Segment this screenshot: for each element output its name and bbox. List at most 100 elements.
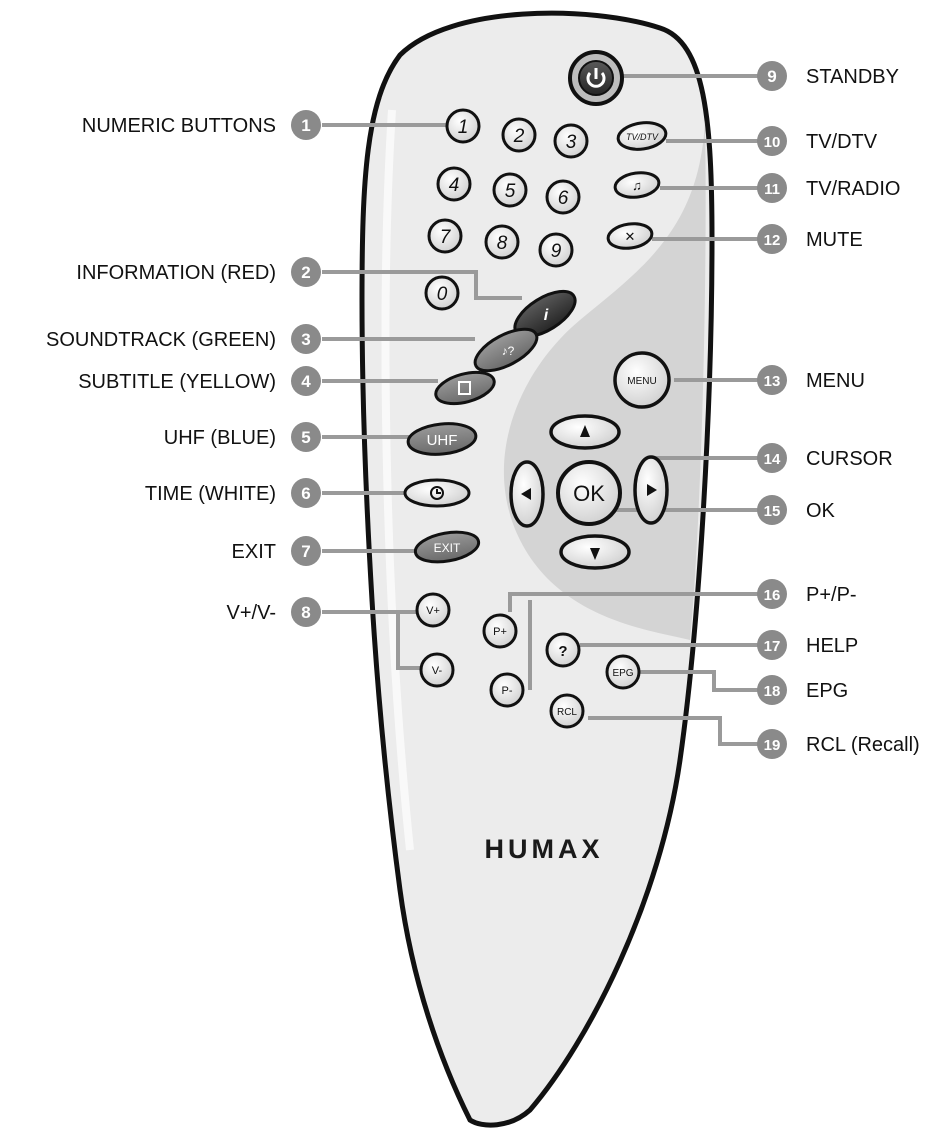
digit-button-0[interactable]: 0 [426, 277, 458, 309]
callout-number: 12 [764, 232, 781, 249]
callout-16: 16 P+/P- [757, 579, 857, 609]
brand-logo-text: HUMAX [485, 834, 604, 864]
menu-button[interactable]: MENU [615, 353, 669, 407]
digit-button-8[interactable]: 8 [486, 226, 518, 258]
callout-9: 9 STANDBY [757, 61, 899, 91]
callout-number: 11 [764, 181, 780, 198]
digit-button-3[interactable]: 3 [555, 125, 587, 157]
digit-label: 2 [513, 126, 525, 147]
callout-label: MUTE [806, 229, 863, 251]
callout-number: 4 [301, 372, 311, 391]
volume-down-label: V- [432, 665, 443, 677]
digit-label: 7 [440, 227, 452, 248]
callout-number: 17 [764, 638, 781, 655]
program-down-label: P- [502, 685, 513, 697]
callout-11: 11TV/RADIO [757, 173, 900, 203]
callout-3: 3 SOUNDTRACK (GREEN) [46, 324, 321, 354]
callout-12: 12 MUTE [757, 224, 863, 254]
callout-number: 14 [764, 451, 781, 468]
digit-button-5[interactable]: 5 [494, 174, 526, 206]
callout-15: 15 OK [757, 495, 836, 525]
callout-13: 13MENU [757, 365, 865, 395]
digit-button-2[interactable]: 2 [503, 119, 535, 151]
cursor-down-button[interactable] [561, 536, 629, 568]
standby-button[interactable] [570, 52, 622, 104]
digit-label: 3 [566, 132, 577, 153]
volume-up-label: V+ [426, 605, 440, 617]
callout-18: 18 EPG [757, 675, 848, 705]
callout-number: 9 [767, 67, 776, 86]
callout-label: V+/V- [227, 602, 276, 624]
info-label: i [544, 307, 549, 324]
callout-10: 10 TV/DTV [757, 126, 878, 156]
digit-label: 0 [437, 284, 448, 305]
digit-button-1[interactable]: 1 [447, 110, 479, 142]
callout-number: 2 [301, 263, 310, 282]
digit-label: 5 [505, 181, 516, 202]
callout-19: 19 RCL (Recall) [757, 729, 920, 759]
exit-label: EXIT [434, 541, 461, 555]
menu-label: MENU [627, 376, 656, 387]
callout-number: 10 [764, 134, 781, 151]
digit-button-4[interactable]: 4 [438, 168, 470, 200]
digit-button-7[interactable]: 7 [429, 220, 461, 252]
digit-button-9[interactable]: 9 [540, 234, 572, 266]
cursor-up-button[interactable] [551, 416, 619, 448]
rcl-button[interactable]: RCL [551, 695, 583, 727]
cursor-right-button[interactable] [635, 457, 667, 523]
program-up-label: P+ [493, 626, 507, 638]
callout-label: EPG [806, 680, 848, 702]
cursor-left-button[interactable] [511, 462, 543, 526]
callout-label: EXIT [232, 541, 276, 563]
callout-label: NUMERIC BUTTONS [82, 115, 276, 137]
callout-label: STANDBY [806, 66, 899, 88]
callout-number: 18 [764, 683, 781, 700]
callout-number: 15 [764, 503, 781, 520]
callout-number: 16 [764, 587, 781, 604]
epg-label: EPG [612, 668, 633, 679]
digit-label: 1 [458, 117, 469, 138]
ok-label: OK [573, 481, 605, 506]
tv-dtv-label: TV/DTV [626, 132, 659, 142]
callout-label: RCL (Recall) [806, 734, 920, 756]
program-up-button[interactable]: P+ [484, 615, 516, 647]
help-label: ? [558, 643, 567, 660]
callout-8: 8 V+/V- [227, 597, 321, 627]
digit-button-6[interactable]: 6 [547, 181, 579, 213]
help-button[interactable]: ? [547, 634, 579, 666]
callout-7: 7EXIT [232, 536, 321, 566]
callout-6: 6 TIME (WHITE) [145, 478, 321, 508]
music-note-icon: ♫ [632, 178, 642, 193]
callout-label: HELP [806, 635, 858, 657]
callout-label: MENU [806, 370, 865, 392]
callout-label: SOUNDTRACK (GREEN) [46, 329, 276, 351]
callout-4: 4 SUBTITLE (YELLOW) [78, 366, 321, 396]
callout-number: 19 [764, 737, 781, 754]
callout-label: TV/DTV [806, 131, 878, 153]
time-button[interactable] [405, 480, 469, 506]
callout-label: OK [806, 500, 836, 522]
callout-label: P+/P- [806, 584, 857, 606]
ok-button[interactable]: OK [558, 462, 620, 524]
callout-number: 6 [301, 484, 310, 503]
rcl-label: RCL [557, 707, 577, 718]
volume-down-button[interactable]: V- [421, 654, 453, 686]
epg-button[interactable]: EPG [607, 656, 639, 688]
callout-14: 14 CURSOR [757, 443, 893, 473]
callout-label: UHF (BLUE) [164, 427, 276, 449]
callout-number: 3 [301, 330, 310, 349]
callout-17: 17 HELP [757, 630, 858, 660]
digit-label: 9 [551, 241, 562, 262]
program-down-button[interactable]: P- [491, 674, 523, 706]
volume-up-button[interactable]: V+ [417, 594, 449, 626]
callout-label: CURSOR [806, 448, 893, 470]
digit-label: 8 [497, 233, 508, 254]
mute-speaker-icon: ✕ [625, 229, 636, 244]
callout-number: 1 [301, 116, 310, 135]
callout-number: 8 [301, 603, 310, 622]
callout-label: TIME (WHITE) [145, 483, 276, 505]
callout-label: SUBTITLE (YELLOW) [78, 371, 276, 393]
